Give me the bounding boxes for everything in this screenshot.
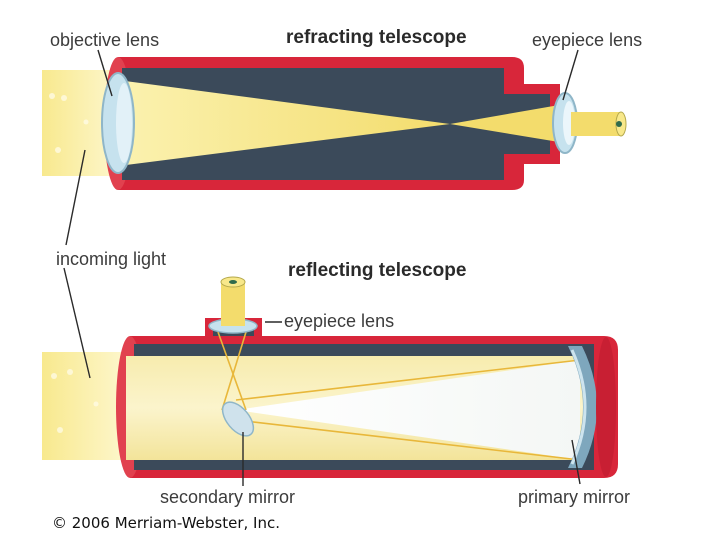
reflecting-title: reflecting telescope (288, 260, 467, 281)
primary-mirror (568, 346, 597, 468)
light-sparkles (49, 93, 89, 153)
incoming-light-label: incoming light (56, 249, 167, 269)
refracting-diverging-light (450, 104, 565, 143)
refracting-telescope (42, 57, 627, 190)
reflecting-incoming-light-beam (42, 352, 122, 460)
refracting-eyepiece-label: eyepiece lens (532, 30, 643, 50)
secondary-mirror (221, 401, 255, 437)
light-rays (217, 331, 581, 461)
reflecting-telescope (42, 276, 618, 478)
primary-mirror-label: primary mirror (518, 487, 630, 507)
reflecting-eyepiece-label: eyepiece lens (284, 311, 395, 331)
refracting-title: refracting telescope (286, 27, 467, 48)
refracting-converging-light (118, 80, 450, 166)
reflected-light-cone (236, 360, 580, 460)
refracting-exit-beam (571, 112, 621, 136)
secondary-mirror-label: secondary mirror (160, 487, 296, 507)
copyright-notice: © 2006 Merriam-Webster, Inc. (52, 514, 281, 532)
leader-lines (63, 49, 581, 486)
reflecting-exit-beam (221, 282, 245, 326)
objective-lens-label: objective lens (50, 30, 160, 50)
